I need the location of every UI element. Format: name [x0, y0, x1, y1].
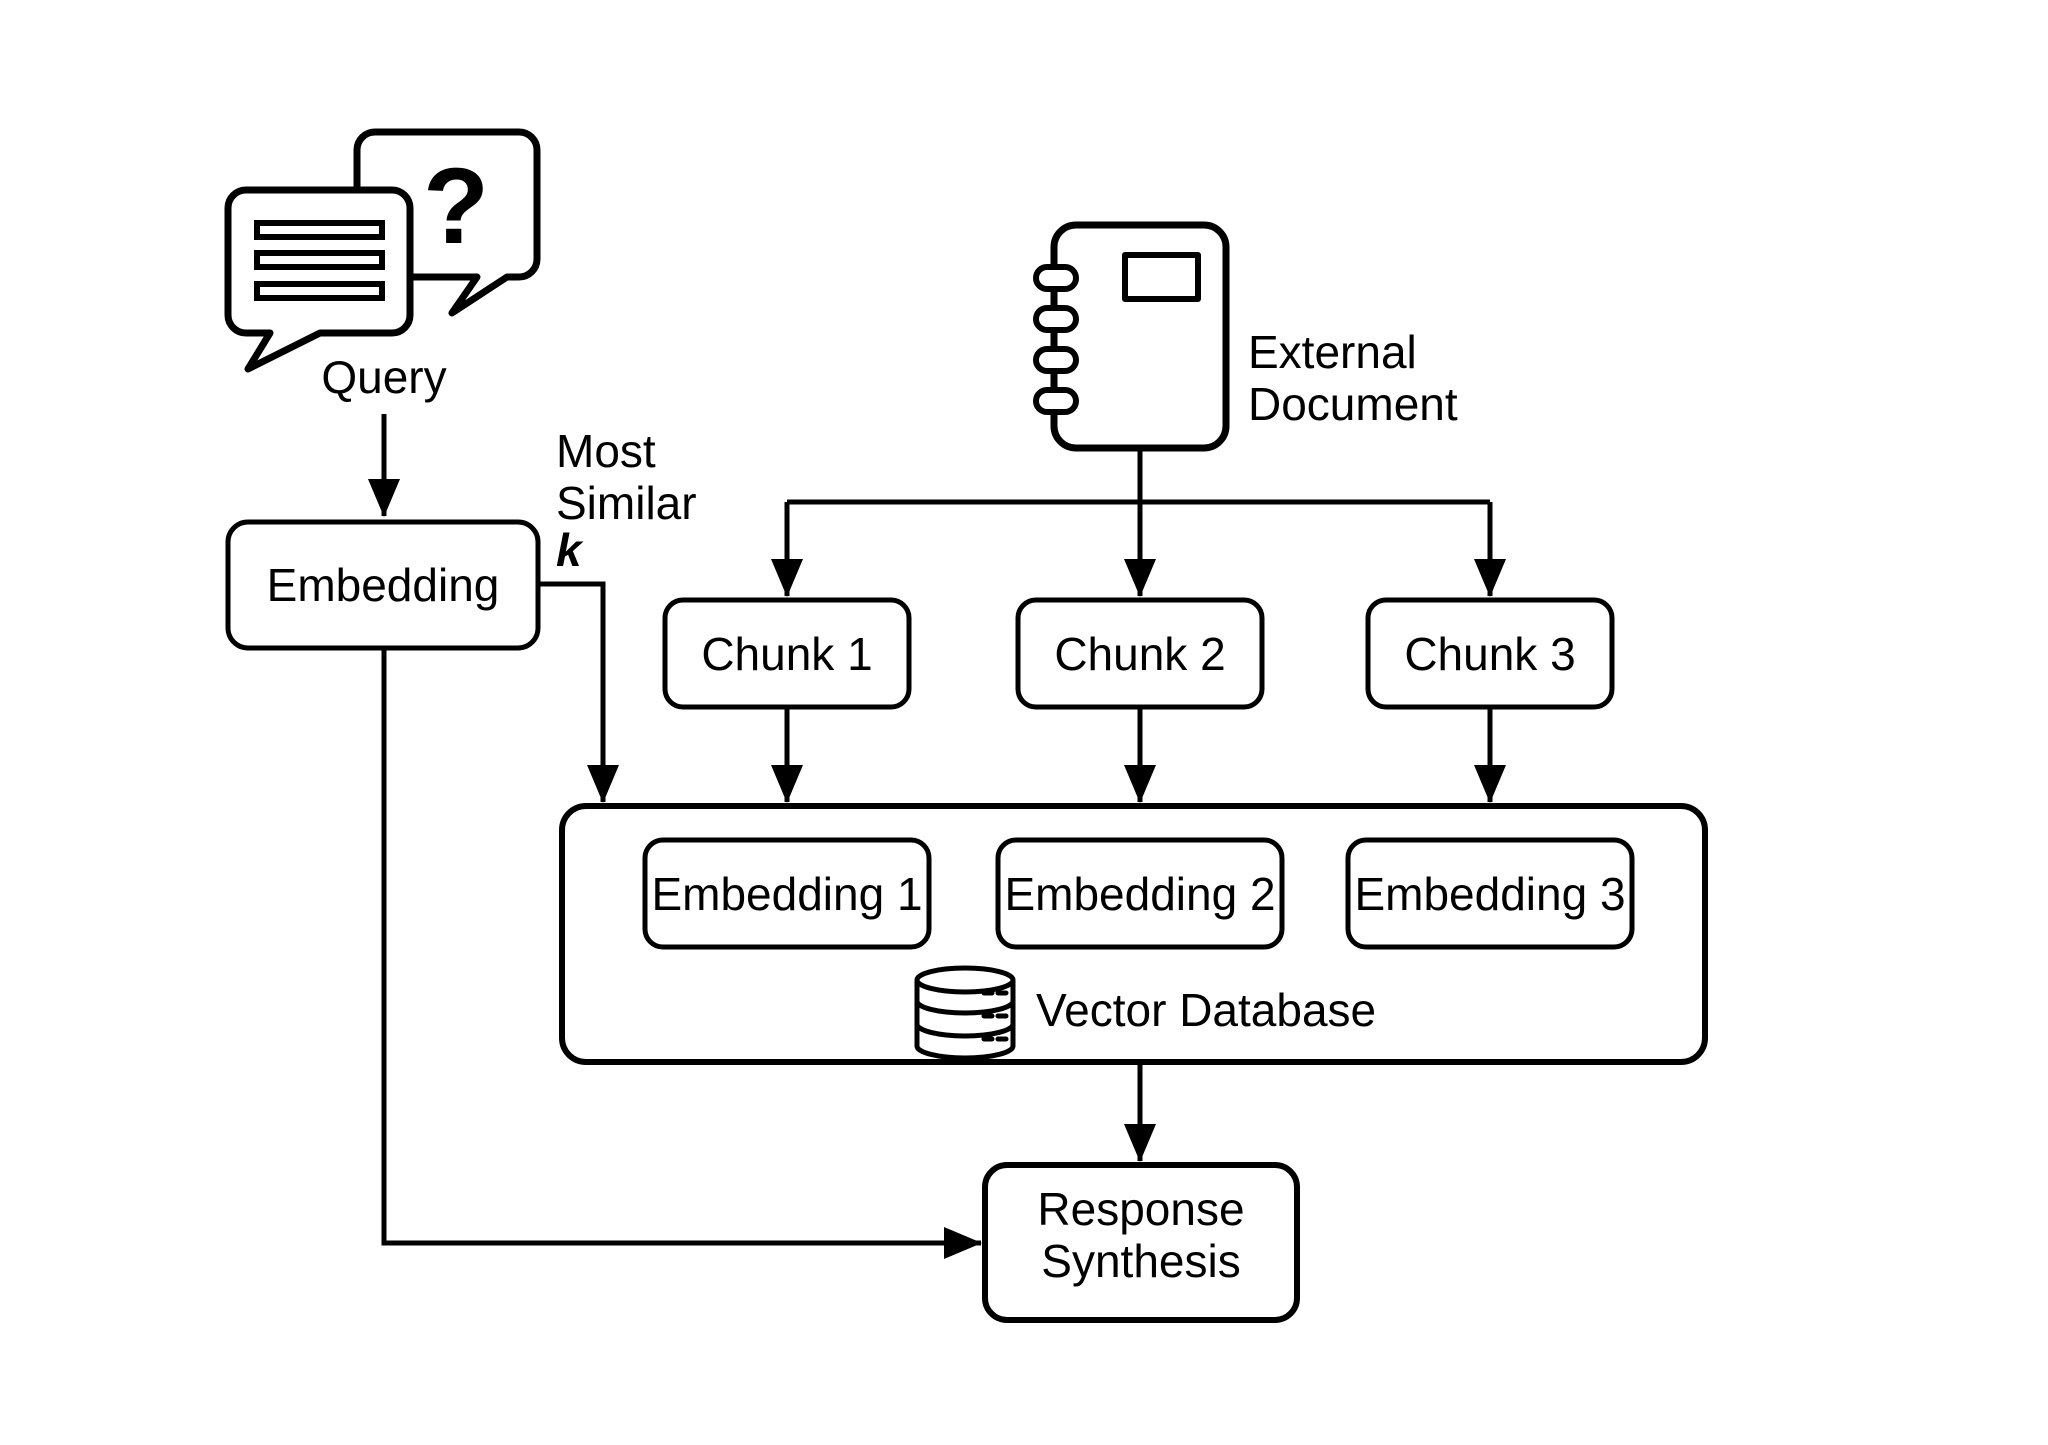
embedding2-box — [995, 837, 1285, 950]
external-document-icon — [1033, 221, 1230, 452]
embedding1-label: Embedding 1 — [651, 868, 922, 920]
notebook-label-rect — [1122, 252, 1201, 302]
arrow-embedding-to-vectordb — [538, 581, 619, 803]
embedding2-label: Embedding 2 — [1004, 868, 1275, 920]
notebook-rings — [1033, 264, 1079, 415]
question-mark-icon: ? — [423, 145, 489, 266]
embedding3-box — [1345, 837, 1635, 950]
vector-database-label: Vector Database — [1036, 984, 1376, 1036]
embedding1-box — [642, 837, 932, 950]
chunk1-label: Chunk 1 — [701, 628, 872, 680]
response-synthesis-box — [982, 1162, 1300, 1323]
embedding3-label: Embedding 3 — [1354, 868, 1625, 920]
chunk3-label: Chunk 3 — [1404, 628, 1575, 680]
external-document-label: External Document — [1248, 326, 1458, 430]
text-lines-icon — [254, 220, 385, 301]
arrow-embedding-to-response — [381, 648, 982, 1259]
response-synthesis-label: Response Synthesis — [1037, 1183, 1244, 1287]
query-label: Query — [321, 351, 446, 403]
query-icon: ? — [224, 128, 541, 373]
chunk2-label: Chunk 2 — [1054, 628, 1225, 680]
most-similar-line2: Similar — [556, 477, 697, 529]
database-icon-dashes — [981, 990, 1009, 1042]
embedding-label: Embedding — [267, 559, 500, 611]
database-icon — [914, 965, 1016, 1061]
most-similar-k: k — [556, 524, 584, 576]
most-similar-k-label: Most Similar k — [556, 425, 697, 576]
external-document-line1: External — [1248, 326, 1417, 378]
response-synthesis-line2: Synthesis — [1041, 1235, 1240, 1287]
speech-bubble-front — [224, 186, 414, 373]
most-similar-line1: Most — [556, 425, 656, 477]
response-synthesis-line1: Response — [1037, 1183, 1244, 1235]
external-document-line2: Document — [1248, 378, 1458, 430]
